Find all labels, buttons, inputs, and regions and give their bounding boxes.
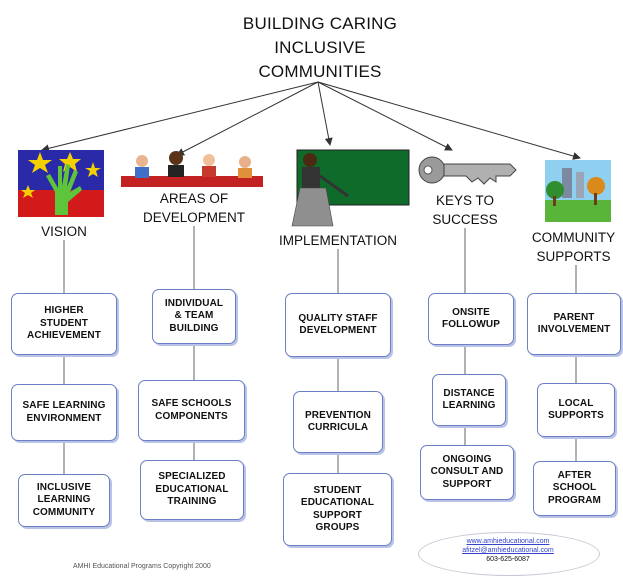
box-line: & TEAM bbox=[174, 310, 214, 322]
key-icon bbox=[418, 156, 517, 185]
box-line: DEVELOPMENT bbox=[299, 325, 377, 336]
heading-areas-of-development: AREAS OF DEVELOPMENT bbox=[129, 189, 259, 227]
heading-line: AREAS OF bbox=[159, 191, 229, 206]
website-link[interactable]: www.amhieducational.com bbox=[466, 538, 550, 545]
box-line: EDUCATIONAL bbox=[300, 497, 375, 508]
box-line: ACHIEVEMENT bbox=[27, 330, 101, 342]
box-line: TRAINING bbox=[167, 496, 217, 508]
box-line: COMMUNITY bbox=[32, 506, 96, 518]
box-line: SCHOOL bbox=[552, 482, 597, 494]
arrow-to-keys bbox=[317, 81, 453, 151]
title-line-1: BUILDING CARING bbox=[242, 14, 398, 33]
box-line: INCLUSIVE bbox=[36, 481, 92, 493]
heading-line: IMPLEMENTATION bbox=[278, 233, 397, 248]
heading-line: COMMUNITY bbox=[531, 230, 616, 245]
email-link[interactable]: afitzel@amhieducational.com bbox=[462, 547, 554, 554]
heading-line: DEVELOPMENT bbox=[142, 210, 246, 225]
box-line: COMPONENTS bbox=[155, 410, 228, 422]
box-line: LOCAL bbox=[558, 397, 594, 409]
box-line: INVOLVEMENT bbox=[537, 324, 611, 335]
copyright-text: AMHI Educational Programs Copyright 2000 bbox=[73, 563, 211, 570]
box-line: INDIVIDUAL bbox=[164, 297, 224, 309]
arrow-to-vision bbox=[41, 81, 319, 153]
arrow-to-community bbox=[317, 81, 581, 160]
diagram-title: BUILDING CARING INCLUSIVE COMMUNITIES bbox=[180, 12, 460, 84]
box-line: DISTANCE bbox=[443, 387, 495, 399]
heading-implementation: IMPLEMENTATION bbox=[268, 231, 408, 250]
box-line: SAFE SCHOOLS bbox=[151, 398, 232, 409]
box-line: CONSULT AND bbox=[430, 466, 504, 478]
title-line-3: COMMUNITIES bbox=[258, 62, 382, 81]
box-line: FOLLOWUP bbox=[441, 319, 500, 330]
city-park-icon bbox=[545, 160, 611, 222]
arrow-to-implementation bbox=[317, 81, 333, 146]
heading-line: SUPPORTS bbox=[536, 249, 611, 264]
box-line: EDUCATIONAL bbox=[155, 483, 229, 495]
phone-number: 603-625-6087 bbox=[486, 556, 530, 563]
heading-line: SUCCESS bbox=[432, 212, 498, 227]
box-line: ONSITE bbox=[452, 306, 490, 318]
box-line: STUDENT bbox=[313, 484, 362, 496]
teacher-chalkboard-icon bbox=[291, 149, 410, 227]
box-line: PROGRAM bbox=[548, 494, 601, 506]
box-line: ONGOING bbox=[442, 453, 492, 465]
box-line: LEARNING bbox=[442, 400, 496, 411]
box-line: PREVENTION bbox=[304, 409, 371, 421]
box-line: CURRICULA bbox=[307, 422, 369, 433]
heading-line: VISION bbox=[41, 224, 87, 239]
box-line: GROUPS bbox=[315, 522, 360, 533]
box-line: BUILDING bbox=[169, 322, 219, 334]
heading-line: KEYS TO bbox=[435, 193, 495, 208]
box-line: LEARNING bbox=[37, 494, 91, 506]
heading-keys-to-success: KEYS TO SUCCESS bbox=[415, 191, 515, 229]
stars-hand-icon bbox=[18, 150, 104, 217]
meeting-people-icon bbox=[121, 151, 263, 187]
box-line: SAFE LEARNING bbox=[22, 400, 106, 411]
box-line: AFTER bbox=[557, 469, 592, 481]
box-line: STUDENT bbox=[40, 317, 88, 329]
box-line: PARENT bbox=[553, 311, 595, 323]
contact-oval bbox=[418, 532, 600, 576]
box-line: HIGHER bbox=[44, 305, 84, 317]
heading-vision: VISION bbox=[24, 222, 104, 241]
box-line: SUPPORTS bbox=[548, 410, 604, 421]
heading-community-supports: COMMUNITY SUPPORTS bbox=[524, 228, 623, 266]
box-line: QUALITY STAFF bbox=[298, 312, 378, 324]
title-line-2: INCLUSIVE bbox=[274, 38, 366, 57]
box-line: SPECIALIZED bbox=[158, 471, 226, 483]
box-line: ENVIRONMENT bbox=[26, 412, 102, 424]
arrow-to-development bbox=[176, 81, 319, 156]
box-line: SUPPORT bbox=[442, 478, 492, 490]
contact-block: www.amhieducational.com afitzel@amhieduc… bbox=[418, 537, 598, 564]
box-line: SUPPORT bbox=[312, 509, 363, 521]
